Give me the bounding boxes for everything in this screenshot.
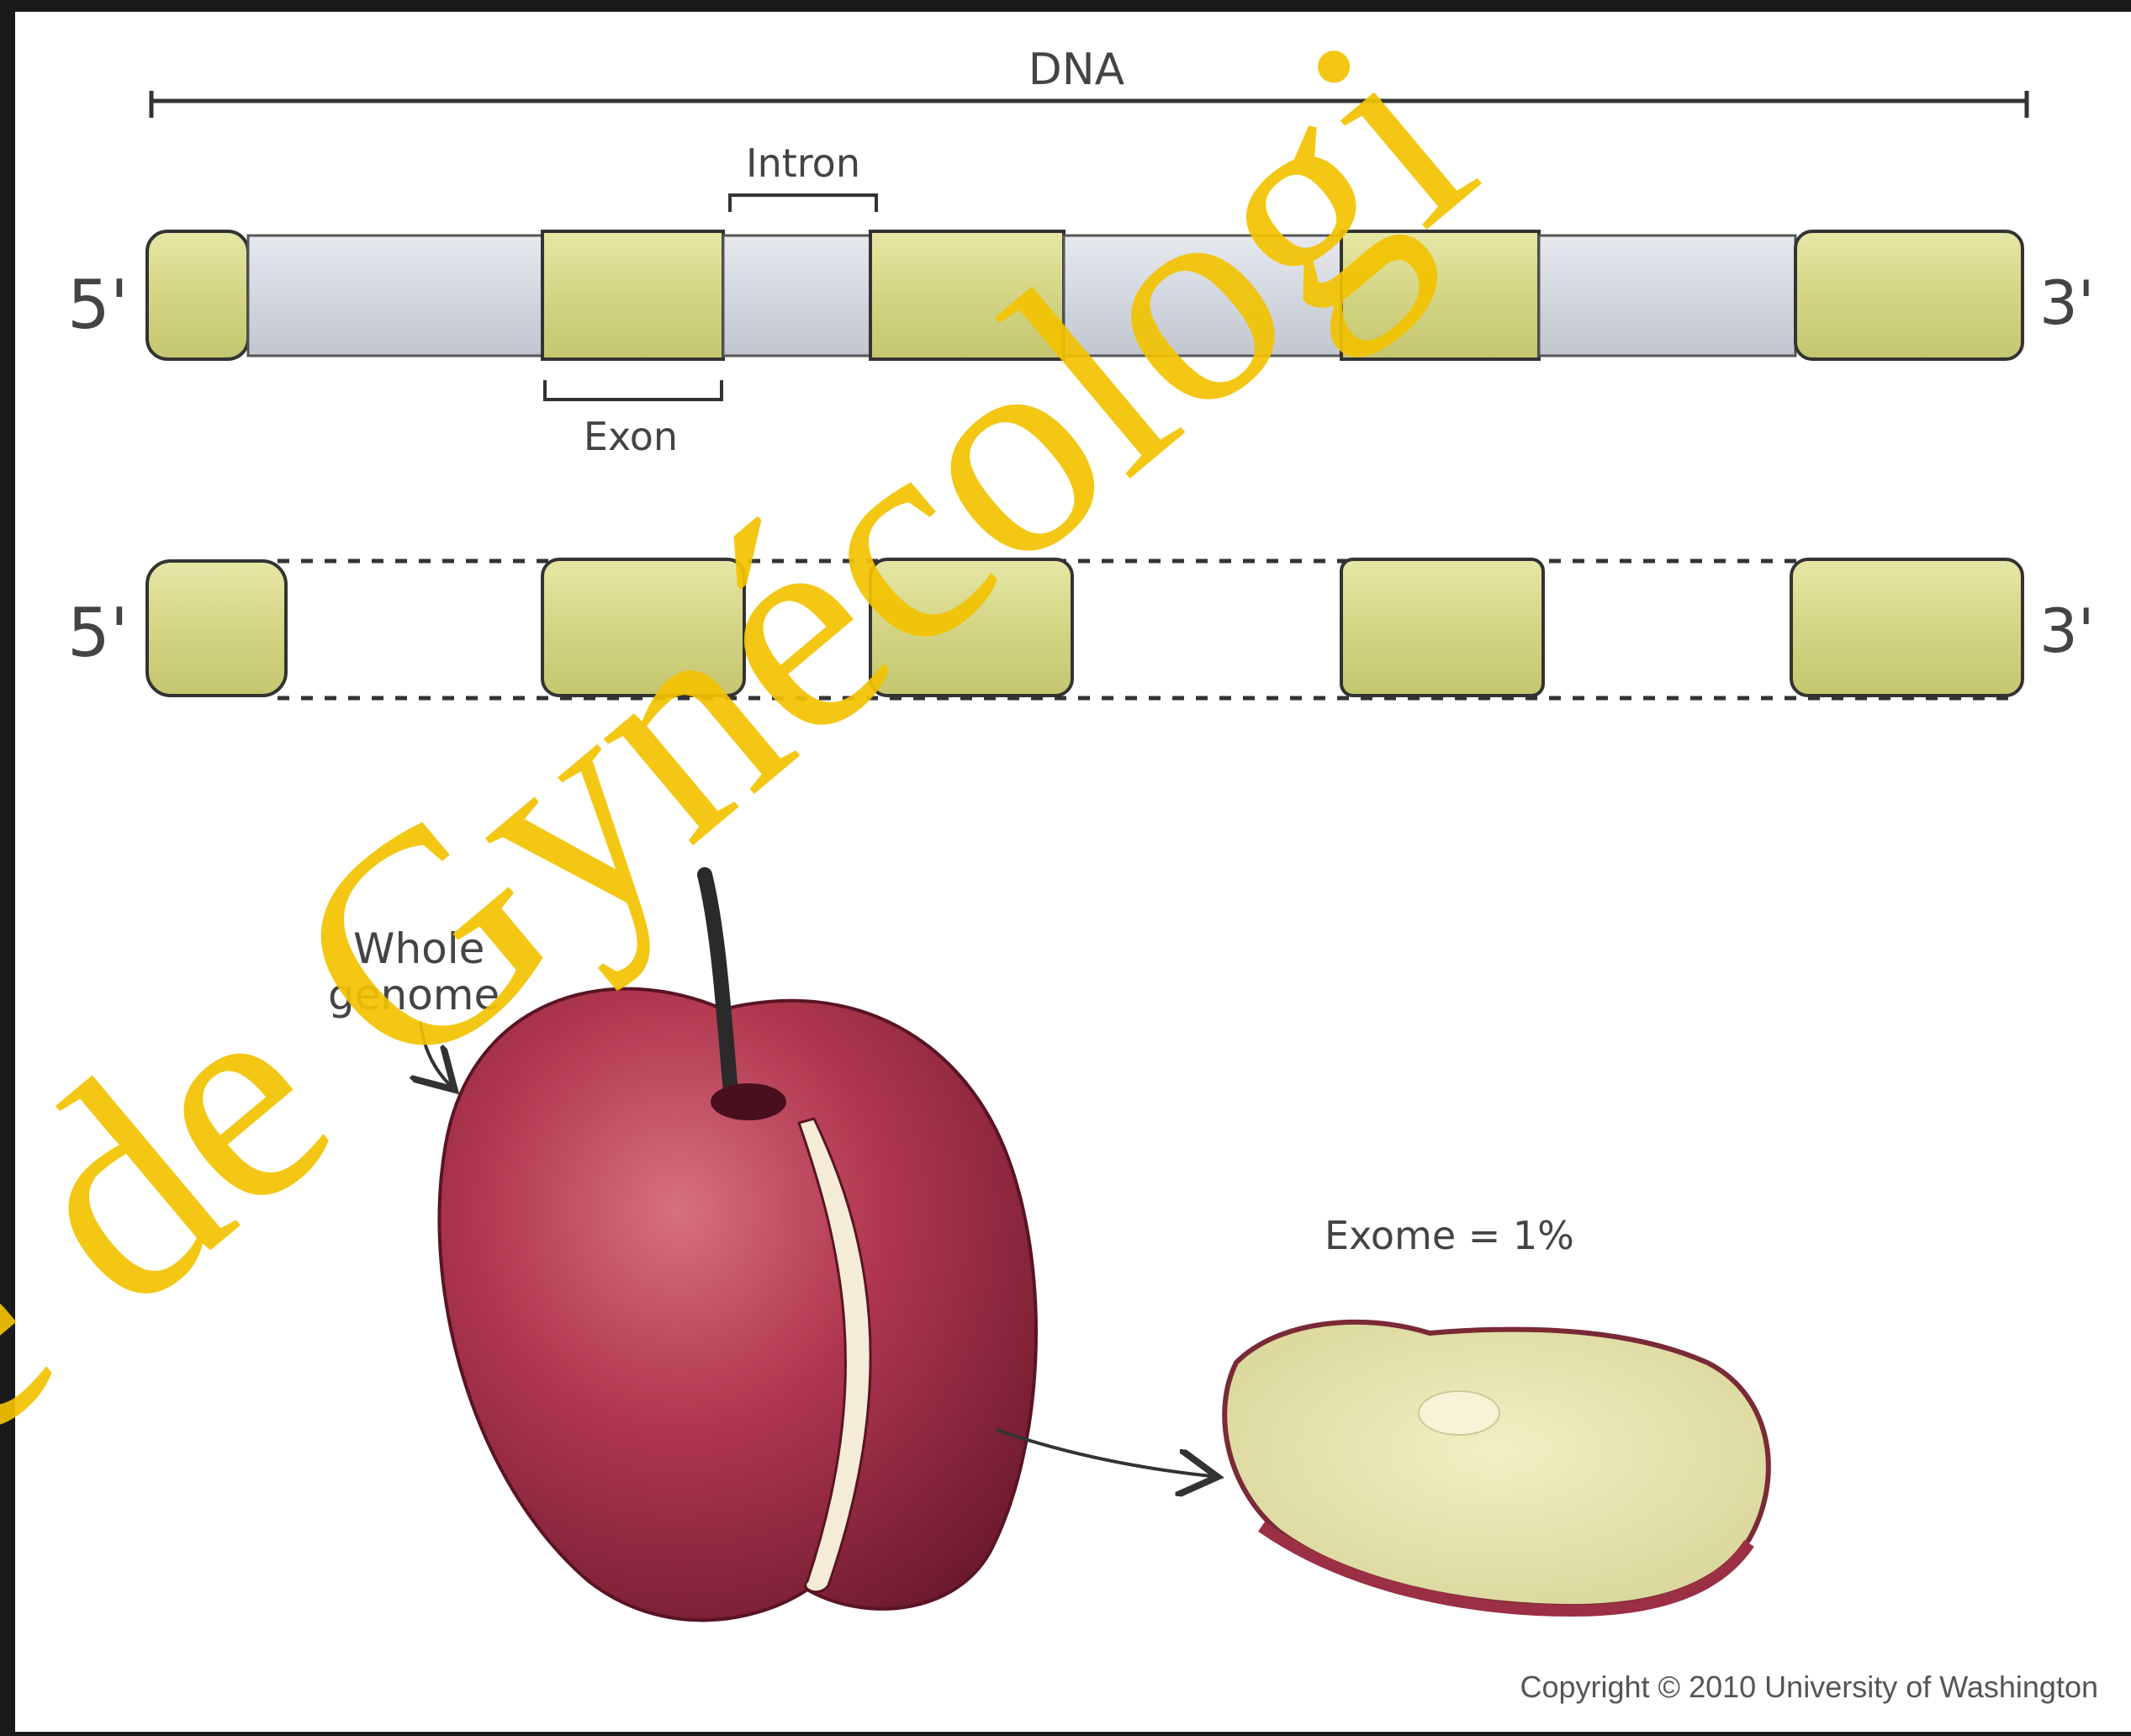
five-prime-label-top: 5': [67, 266, 129, 344]
intron-segment: [248, 236, 542, 356]
exome-label: Exome = 1%: [1325, 1213, 1574, 1258]
intron-segment: [723, 236, 870, 356]
exon-segment: [1341, 559, 1543, 696]
exon-segment: [1795, 231, 2023, 359]
exon-segment: [542, 231, 723, 359]
three-prime-label-bottom: 3': [2039, 595, 2095, 666]
exon-segment: [147, 231, 248, 359]
exon-label: Exon: [584, 414, 678, 459]
intron-label: Intron: [746, 140, 860, 186]
apple-slice-core: [1419, 1391, 1499, 1435]
intron-segment: [1539, 236, 1795, 356]
exon-segment: [147, 561, 286, 696]
apple-stem-cavity: [711, 1083, 786, 1120]
copyright-text: Copyright © 2010 University of Washingto…: [1520, 1670, 2098, 1704]
five-prime-label-bottom: 5': [67, 594, 129, 672]
exon-segment: [1791, 559, 2023, 696]
dna-label: DNA: [1028, 45, 1125, 95]
three-prime-label-top: 3': [2039, 267, 2095, 338]
